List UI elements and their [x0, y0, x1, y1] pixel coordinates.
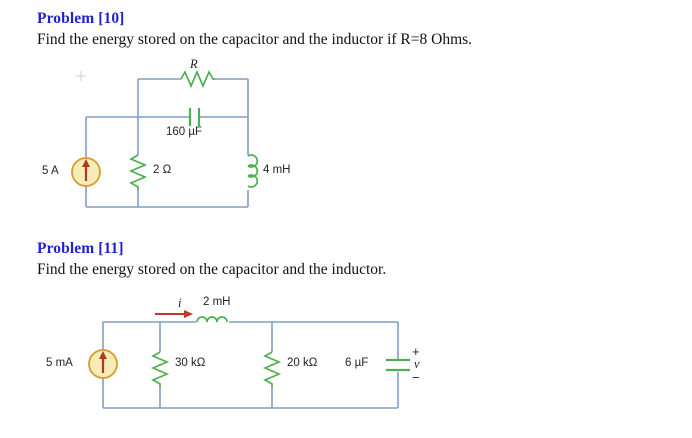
label-resistor-30k: 30 kΩ: [175, 357, 206, 369]
label-source-5a: 5 A: [42, 165, 59, 177]
label-capacitor-160uf: 160 µF: [166, 126, 203, 138]
resistor-30k-symbol: [150, 351, 170, 387]
problem-10-statement: Find the energy stored on the capacitor …: [37, 31, 473, 48]
label-current-i: i: [178, 296, 182, 310]
circuit-problem-10-svg: [71, 69, 259, 208]
current-source-5ma-symbol: [88, 349, 118, 379]
inductor-4mh-symbol: [247, 154, 259, 188]
current-direction-arrow: [155, 310, 193, 318]
label-resistor-R: R: [190, 57, 198, 71]
inductor-2mh-symbol: [196, 316, 228, 323]
circuit-problem-11: i 2 mH 5 mA 30 kΩ 20 kΩ 6 µF + v −: [0, 290, 450, 430]
label-resistor-20k: 20 kΩ: [287, 357, 318, 369]
label-polarity-minus: −: [412, 370, 420, 385]
capacitor-6uf-symbol: [386, 358, 410, 372]
current-source-5a-symbol: [71, 157, 101, 187]
label-inductor-2mh: 2 mH: [203, 296, 231, 308]
capacitor-160uf-symbol: [188, 108, 201, 126]
label-source-5ma: 5 mA: [46, 357, 73, 369]
resistor-2ohm-symbol: [128, 154, 148, 190]
wires-problem-10: [85, 78, 249, 208]
resistor-20k-symbol: [262, 351, 282, 387]
circuit-problem-11-svg: [88, 310, 410, 409]
label-voltage-v: v: [414, 357, 420, 371]
problem-10-title: Problem [10]: [37, 10, 125, 27]
crosshair-marker: [76, 71, 86, 81]
problem-11-statement: Find the energy stored on the capacitor …: [37, 261, 387, 278]
label-resistor-2ohm: 2 Ω: [153, 164, 172, 176]
wires-problem-11: [102, 321, 399, 409]
problem-11-title: Problem [11]: [37, 240, 124, 257]
resistor-R-symbol: [180, 69, 215, 89]
label-capacitor-6uf: 6 µF: [345, 357, 369, 369]
label-polarity-plus: +: [412, 344, 420, 359]
circuit-problem-10: R 160 µF 5 A 2 Ω 4 mH: [0, 0, 340, 230]
label-inductor-4mh: 4 mH: [263, 164, 291, 176]
